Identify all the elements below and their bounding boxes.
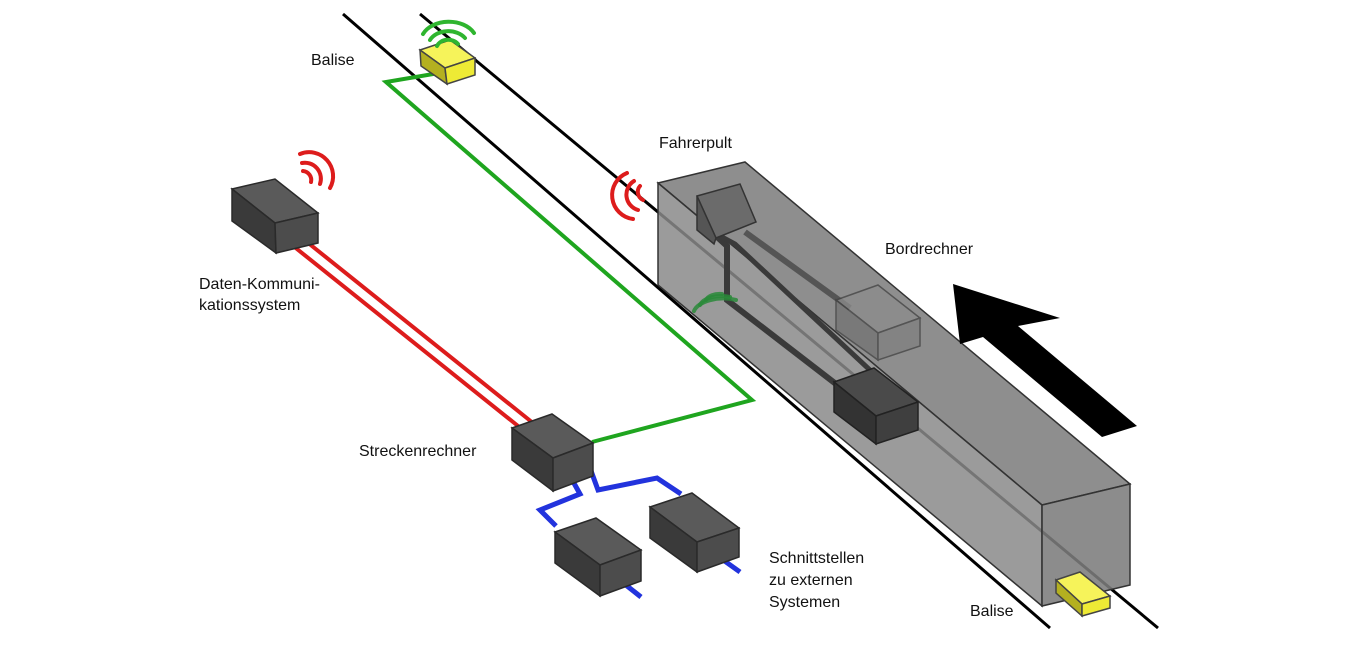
balise-waves-icon xyxy=(421,19,476,48)
label-balise-bottom: Balise xyxy=(970,603,1014,620)
label-dks-line1: Daten-Kommuni- xyxy=(199,276,320,293)
balise-bottom xyxy=(1054,571,1112,618)
label-ext-line2: zu externen xyxy=(769,572,853,589)
train-radio-waves-icon xyxy=(610,171,645,221)
radio-link-lines xyxy=(290,236,535,432)
label-balise-top: Balise xyxy=(311,52,355,69)
label-streckenrechner: Streckenrechner xyxy=(359,443,477,460)
external-box-1 xyxy=(553,517,643,598)
external-box-2 xyxy=(648,492,741,574)
label-bordrechner: Bordrechner xyxy=(885,241,974,258)
fahrerpult-box xyxy=(695,183,757,246)
onboard-unit-box xyxy=(832,367,920,446)
dks-box xyxy=(230,178,320,255)
bordrechner-box xyxy=(834,284,922,362)
label-ext-line1: Schnittstellen xyxy=(769,550,865,567)
balise-top xyxy=(418,39,477,86)
radio-waves-icon xyxy=(298,150,336,190)
train-balise-waves-icon xyxy=(692,291,738,313)
label-ext-line3: Systemen xyxy=(769,594,841,611)
rail-left xyxy=(342,12,1051,630)
direction-arrow-icon xyxy=(953,284,1137,437)
label-dks-line2: kationssystem xyxy=(199,297,301,314)
label-fahrerpult: Fahrerpult xyxy=(659,135,732,152)
streckenrechner-box xyxy=(510,413,595,493)
balise-link-line xyxy=(381,70,757,444)
